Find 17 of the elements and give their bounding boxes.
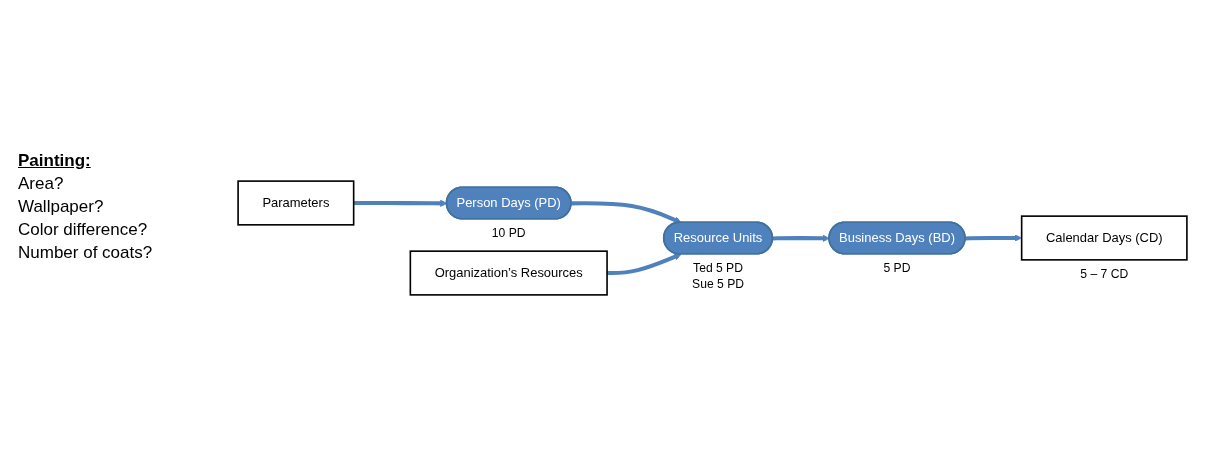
note-text: 5 PD bbox=[883, 260, 911, 275]
node-box: Parameters bbox=[237, 180, 355, 226]
arrow bbox=[772, 234, 830, 242]
note-text: 5 – 7 CD bbox=[1080, 266, 1129, 281]
arrow bbox=[571, 201, 682, 224]
note-text: Ted 5 PD bbox=[693, 260, 743, 275]
arrow bbox=[965, 234, 1022, 242]
list-item: Number of coats? bbox=[18, 241, 154, 264]
arrow bbox=[607, 253, 682, 276]
list-item: Wallpaper? bbox=[18, 195, 105, 218]
note-text: Sue 5 PD bbox=[692, 276, 744, 291]
list-heading: Painting: bbox=[18, 150, 92, 172]
node-box: Calendar Days (CD) bbox=[1020, 215, 1188, 261]
node-box: Organization’s Resources bbox=[409, 250, 608, 296]
list-item: Area? bbox=[18, 172, 65, 195]
note-text: 10 PD bbox=[491, 225, 526, 240]
list-item: Color difference? bbox=[18, 218, 149, 241]
